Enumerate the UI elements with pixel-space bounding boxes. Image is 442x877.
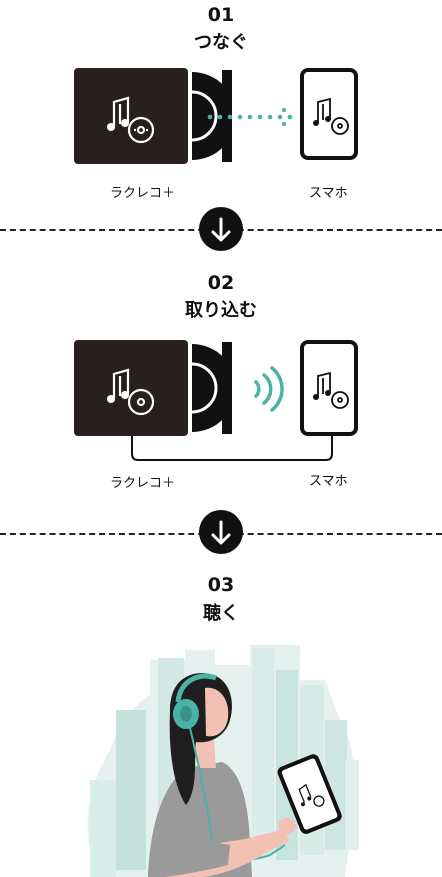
wifi-signal-icon (250, 364, 286, 414)
device-label: ラクレコ＋ (110, 476, 176, 491)
phone-label: スマホ (309, 474, 348, 489)
music-notes-icon (313, 97, 349, 135)
usb-connection-dots (206, 107, 298, 127)
phone-label: スマホ (309, 186, 348, 201)
listening-illustration (0, 640, 442, 877)
step-1-number: 01 (207, 4, 235, 26)
device-label: ラクレコ＋ (110, 186, 176, 201)
music-notes-icon (107, 96, 155, 144)
arrow-down-icon (199, 207, 243, 251)
rakureco-device (74, 68, 188, 164)
step-3-title: 聴く (203, 603, 239, 624)
music-notes-icon (313, 371, 349, 409)
step-1-title: つなぐ (194, 32, 248, 53)
step-2-title: 取り込む (185, 300, 257, 321)
smartphone (300, 68, 358, 160)
step-3-number: 03 (207, 574, 235, 596)
cd-disc (190, 342, 232, 434)
arrow-down-icon (199, 510, 243, 554)
smartphone (300, 340, 358, 436)
music-notes-icon (107, 368, 155, 416)
step-2-number: 02 (207, 272, 235, 294)
rakureco-device (74, 340, 188, 436)
cable (128, 436, 338, 464)
